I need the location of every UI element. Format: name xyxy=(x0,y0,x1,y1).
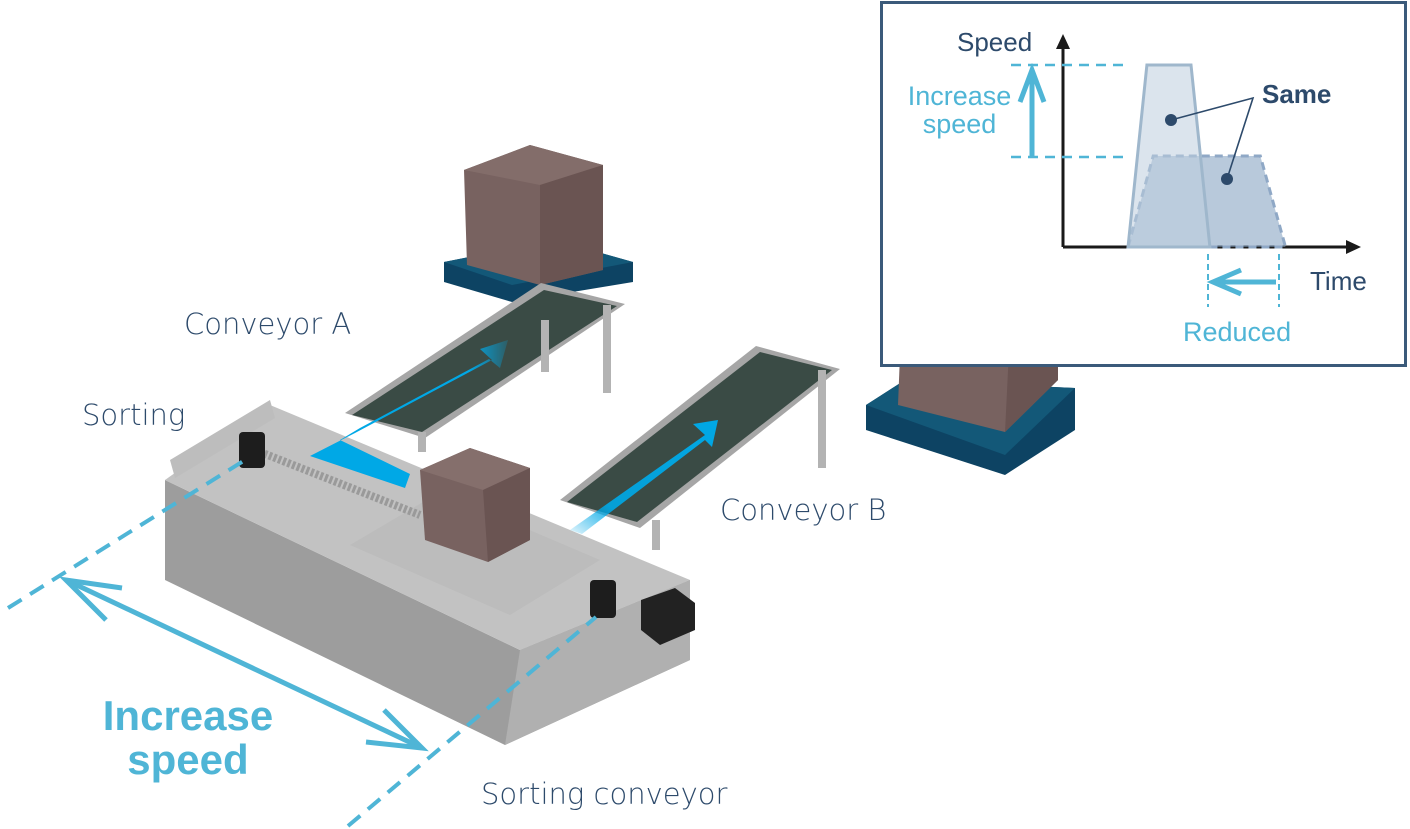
same-label: Same xyxy=(1262,79,1332,109)
speed-time-chart xyxy=(1011,34,1361,307)
flow-arrow-a xyxy=(310,340,508,488)
increase-arrow-head xyxy=(1017,62,1047,103)
conveyor-b xyxy=(560,346,840,550)
speed-time-inset: Speed Time Increase speed Same Reduced xyxy=(880,1,1407,367)
sorting-bearing-right xyxy=(590,580,616,618)
conveyor-a xyxy=(345,283,625,452)
label-sorting: Sorting xyxy=(82,398,186,432)
reduced-label: Reduced xyxy=(1183,317,1292,347)
sorter-box xyxy=(420,448,530,562)
flow-arrow-b xyxy=(570,420,718,534)
x-axis-label: Time xyxy=(1310,266,1367,296)
increase-speed-line1: Increase xyxy=(102,692,274,739)
label-conveyor-a: Conveyor A xyxy=(184,307,352,341)
series-increased-profile xyxy=(1126,63,1212,249)
label-sorting-conveyor: Sorting conveyor xyxy=(481,777,728,811)
label-conveyor-b: Conveyor B xyxy=(720,493,887,527)
sorting-bearing-left xyxy=(239,432,265,468)
range-double-arrow xyxy=(58,576,429,752)
label-increase-speed: Increase speed xyxy=(88,694,288,782)
increase-speed-line2: speed xyxy=(127,736,249,783)
reduced-arrow-head xyxy=(1206,267,1242,297)
servo-motor xyxy=(641,588,695,645)
pallet-box-a xyxy=(444,145,633,302)
inset-increase-line1: Increase xyxy=(907,81,1012,111)
same-leader-lines xyxy=(1170,96,1255,180)
x-axis-arrowhead xyxy=(1346,240,1361,254)
dashed-boundary-left xyxy=(6,458,247,610)
inset-increase-speed-label: Increase speed xyxy=(902,82,1017,138)
y-axis-arrowhead xyxy=(1056,34,1070,49)
y-axis-label: Speed xyxy=(957,27,1033,57)
inset-increase-line2: speed xyxy=(922,109,997,139)
dashed-boundary-right xyxy=(346,615,598,828)
